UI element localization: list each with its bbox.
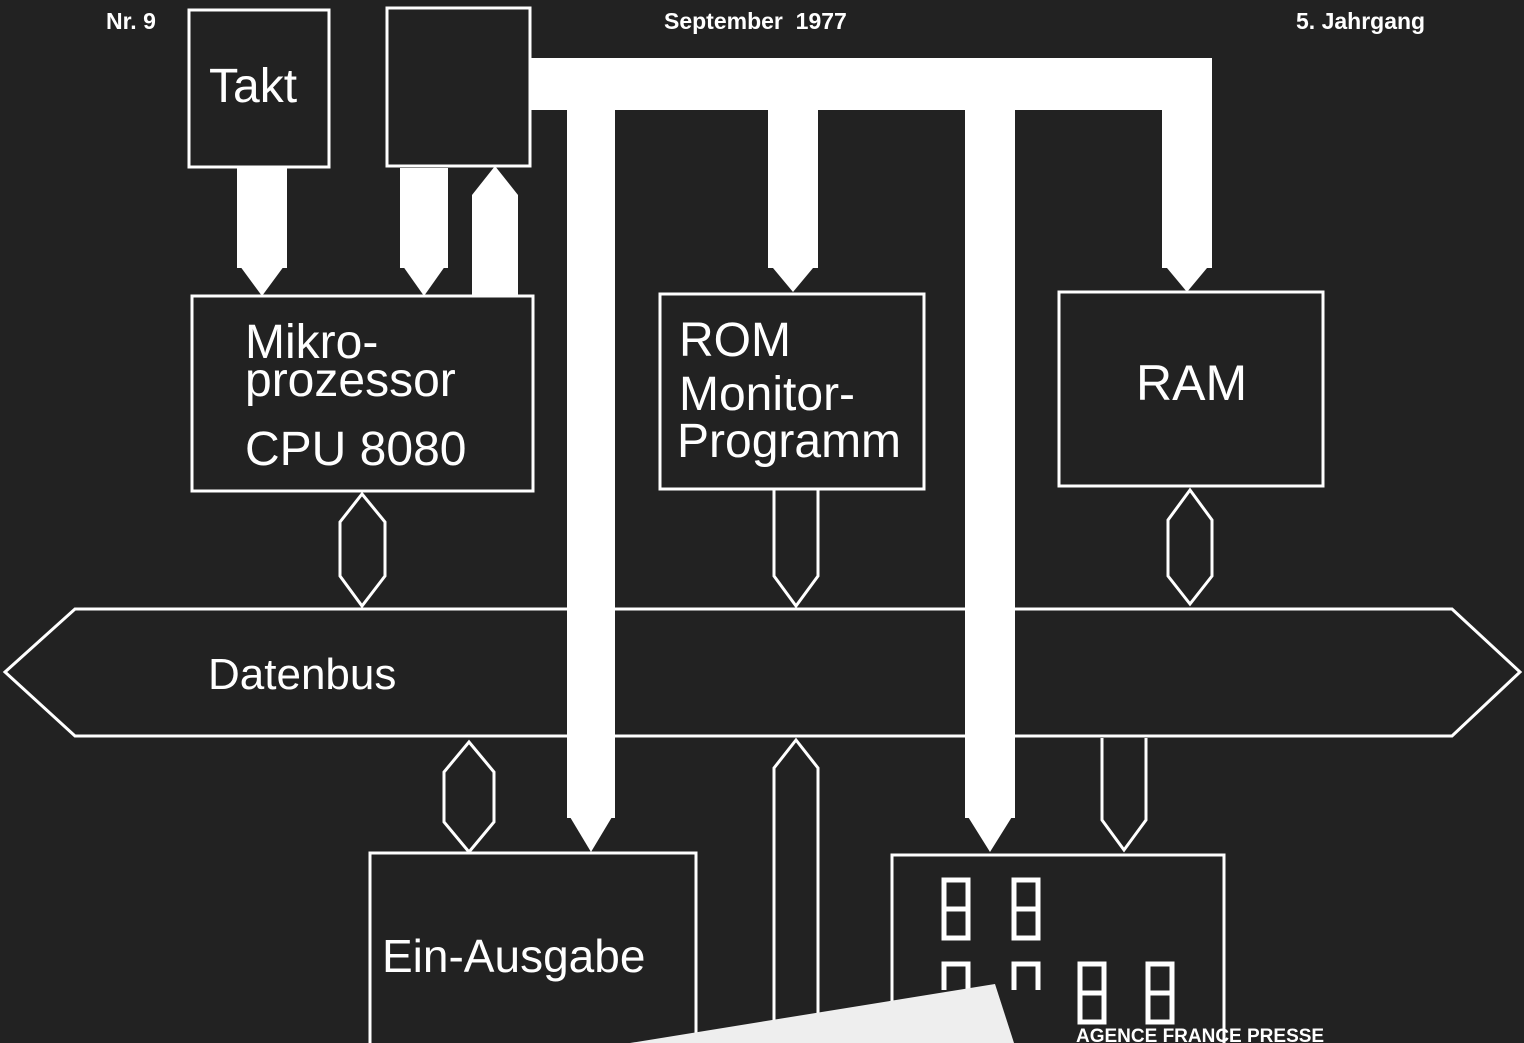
photo-credit: AGENCE FRANCE PRESSE	[1076, 1026, 1324, 1043]
rom-label-line3: Programm	[677, 415, 901, 468]
rom-block	[658, 292, 926, 491]
io-label: Ein-Ausgabe	[382, 930, 645, 982]
clock-label: Takt	[209, 60, 297, 113]
data-bus-arrow	[2, 607, 1523, 738]
seven-segment-digits	[941, 877, 1175, 1025]
io-block	[368, 851, 698, 1043]
data-bus-label: Datenbus	[208, 650, 396, 699]
rom-label-line2: Monitor-	[679, 368, 855, 421]
cpu-block	[190, 294, 535, 493]
cpu-label-line3: CPU 8080	[245, 423, 466, 476]
overlay-card	[630, 984, 1014, 1043]
ram-label: RAM	[1136, 355, 1247, 411]
issue-number: Nr. 9	[106, 8, 156, 34]
rom-label-line1: ROM	[679, 314, 791, 367]
unlabeled-block	[385, 6, 532, 168]
volume-label: 5. Jahrgang	[1296, 8, 1426, 34]
cpu-label-line1: Mikro-	[245, 316, 378, 369]
clock-block	[187, 8, 331, 169]
issue-date: September 1977	[664, 8, 847, 34]
cpu-label-line2: prozessor	[245, 354, 456, 407]
ram-block	[1057, 290, 1325, 488]
blocks	[187, 6, 1325, 1043]
bus-connectors	[338, 487, 1214, 1043]
